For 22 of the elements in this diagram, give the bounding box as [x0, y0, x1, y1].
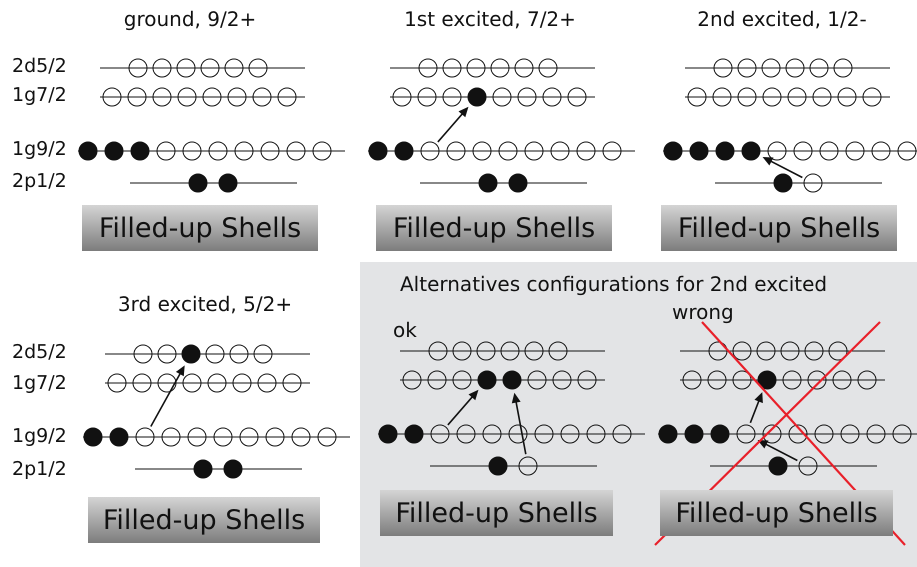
level-label: 1g9/2	[12, 425, 67, 448]
level-label: 1g7/2	[12, 84, 67, 107]
level-label: 1g7/2	[12, 372, 67, 395]
level-label: 1g9/2	[12, 138, 67, 161]
verdict-label: ok	[393, 318, 417, 342]
level-label: 2d5/2	[12, 341, 67, 364]
verdict-label: wrong	[672, 300, 734, 324]
shell-box: Filled-up Shells	[380, 490, 613, 536]
panel-title: 1st excited, 7/2+	[404, 7, 576, 31]
panel-title: ground, 9/2+	[124, 7, 256, 31]
shell-box: Filled-up Shells	[376, 205, 612, 251]
shell-box: Filled-up Shells	[660, 490, 893, 536]
panel-background	[360, 262, 917, 567]
panel-title: 2nd excited, 1/2-	[697, 7, 867, 31]
shell-box: Filled-up Shells	[661, 205, 897, 251]
panel-title: Alternatives configurations for 2nd excited	[400, 272, 828, 296]
level-label: 2d5/2	[12, 55, 67, 78]
panel-title: 3rd excited, 5/2+	[118, 292, 292, 316]
level-label: 2p1/2	[12, 170, 67, 193]
shell-box: Filled-up Shells	[82, 205, 318, 251]
level-label: 2p1/2	[12, 458, 67, 481]
shell-box: Filled-up Shells	[88, 497, 320, 543]
